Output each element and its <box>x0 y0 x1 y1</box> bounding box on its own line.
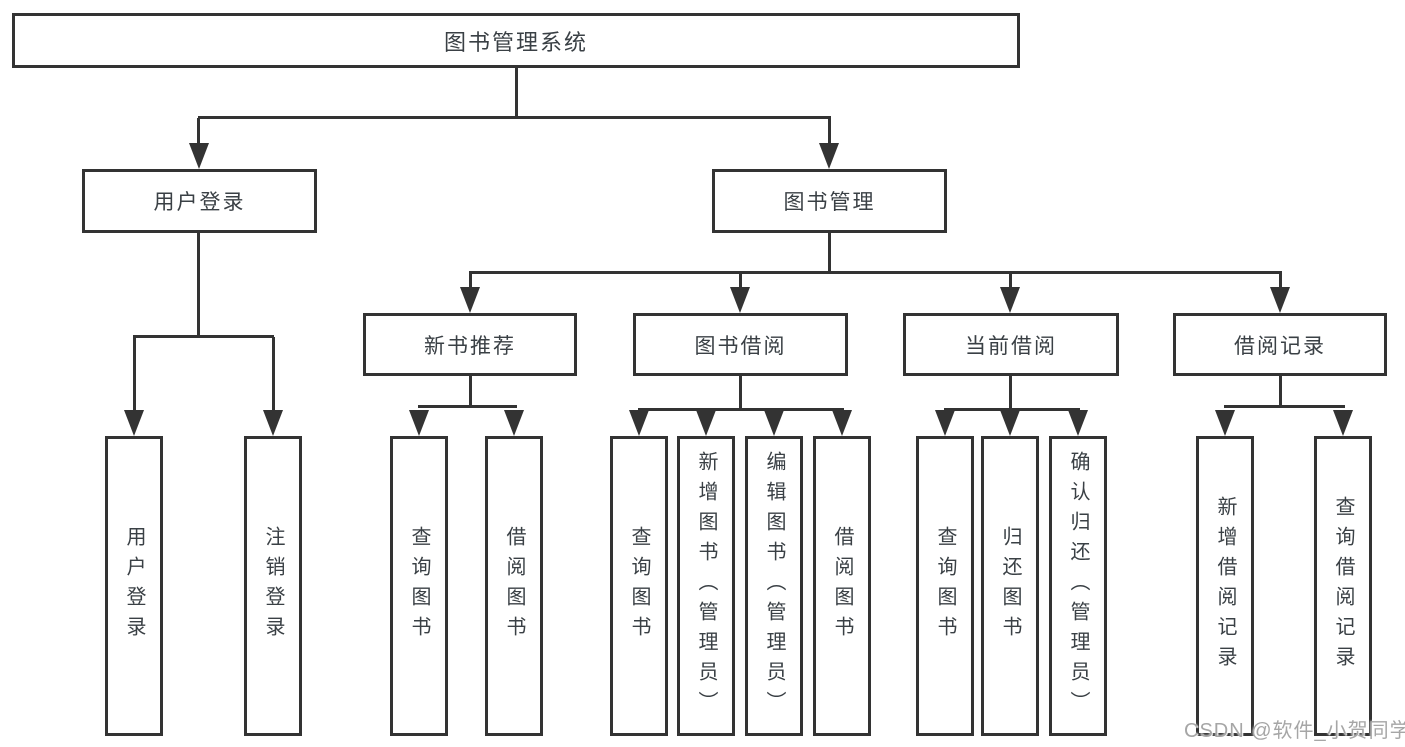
arrowhead-leaf-query-books-3 <box>935 410 955 436</box>
node-book-management: 图书管理 <box>712 169 947 233</box>
arrowhead-leaf-return-books <box>1000 410 1020 436</box>
node-book-borrow: 图书借阅 <box>633 313 848 376</box>
edge-to-new-book-recommend <box>469 273 472 289</box>
leaf-query-books-current: 查询图书 <box>916 436 974 736</box>
node-new-book-recommend: 新书推荐 <box>363 313 577 376</box>
csdn-watermark: CSDN @软件_小贺同学 <box>1184 720 1405 742</box>
edge-user-login-branch <box>133 335 274 338</box>
edge-current-borrow-down <box>1009 376 1012 410</box>
edge-new-book-branch <box>418 405 517 408</box>
leaf-borrow-books-recommend: 借阅图书 <box>485 436 543 736</box>
arrowhead-leaf-add-record <box>1215 410 1235 436</box>
edge-to-leaf-user-login <box>133 337 136 412</box>
edge-book-borrow-branch <box>638 408 844 411</box>
arrowhead-user-login <box>189 143 209 169</box>
edge-borrow-records-down <box>1279 376 1282 407</box>
arrowhead-book-management <box>819 143 839 169</box>
arrowhead-leaf-borrow-books-1 <box>504 410 524 436</box>
arrowhead-book-borrow <box>730 287 750 313</box>
leaf-add-book-admin: 新增图书（管理员） <box>677 436 735 736</box>
arrowhead-borrow-records <box>1270 287 1290 313</box>
edge-book-borrow-down <box>739 376 742 410</box>
arrowhead-leaf-query-books-2 <box>629 410 649 436</box>
node-current-borrow: 当前借阅 <box>903 313 1119 376</box>
edge-borrow-records-branch <box>1224 405 1345 408</box>
arrowhead-leaf-query-record <box>1333 410 1353 436</box>
edge-to-user-login <box>197 118 200 146</box>
leaf-query-borrow-record: 查询借阅记录 <box>1314 436 1372 736</box>
edge-to-book-borrow <box>739 273 742 289</box>
edge-user-login-down <box>197 233 200 337</box>
node-library-management-system: 图书管理系统 <box>12 13 1020 68</box>
leaf-edit-book-admin: 编辑图书（管理员） <box>745 436 803 736</box>
edge-root-down <box>515 68 518 118</box>
edge-current-borrow-branch <box>944 408 1080 411</box>
arrowhead-leaf-borrow-books-2 <box>832 410 852 436</box>
edge-new-book-down <box>469 376 472 407</box>
arrowhead-leaf-add-book <box>696 410 716 436</box>
leaf-user-login: 用户登录 <box>105 436 163 736</box>
leaf-query-books-borrow: 查询图书 <box>610 436 668 736</box>
leaf-return-books: 归还图书 <box>981 436 1039 736</box>
edge-root-branch <box>198 116 831 119</box>
arrowhead-leaf-confirm-return <box>1068 410 1088 436</box>
node-borrow-records: 借阅记录 <box>1173 313 1387 376</box>
arrowhead-current-borrow <box>1000 287 1020 313</box>
arrowhead-leaf-edit-book <box>764 410 784 436</box>
leaf-confirm-return-admin: 确认归还（管理员） <box>1049 436 1107 736</box>
leaf-logout: 注销登录 <box>244 436 302 736</box>
edge-level3-branch <box>469 271 1282 274</box>
arrowhead-leaf-user-login <box>124 410 144 436</box>
leaf-query-books-recommend: 查询图书 <box>390 436 448 736</box>
leaf-add-borrow-record: 新增借阅记录 <box>1196 436 1254 736</box>
arrowhead-leaf-logout <box>263 410 283 436</box>
arrowhead-leaf-query-books-1 <box>409 410 429 436</box>
edge-to-leaf-logout <box>272 337 275 412</box>
edge-to-book-management <box>828 118 831 146</box>
edge-to-borrow-records <box>1279 273 1282 289</box>
leaf-borrow-books-borrow: 借阅图书 <box>813 436 871 736</box>
edge-to-current-borrow <box>1009 273 1012 289</box>
arrowhead-new-book-recommend <box>460 287 480 313</box>
edge-book-management-down <box>828 233 831 273</box>
node-user-login: 用户登录 <box>82 169 317 233</box>
